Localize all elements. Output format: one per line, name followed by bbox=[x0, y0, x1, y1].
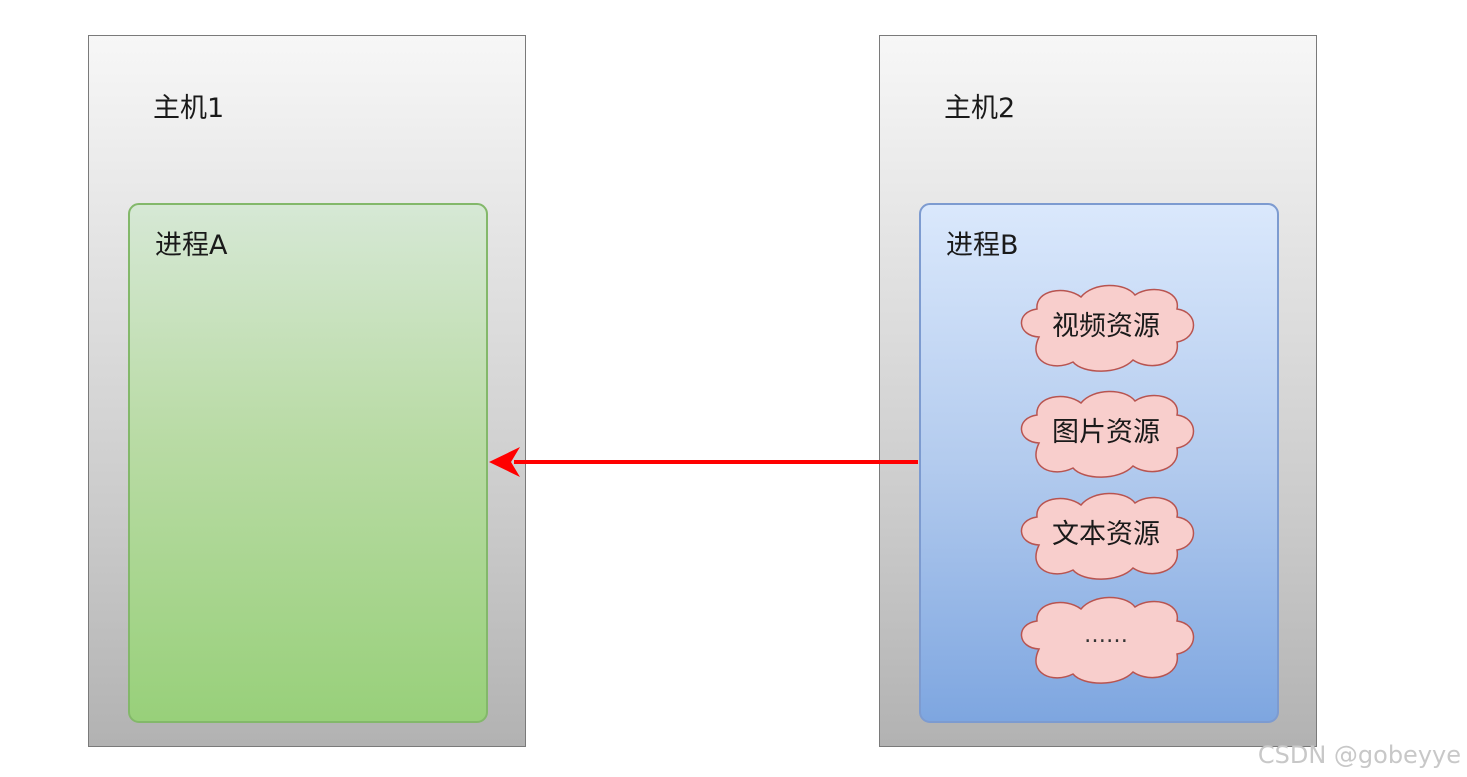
process-a-label: 进程A bbox=[155, 230, 228, 261]
cloud-image-resource: 图片资源 bbox=[1013, 388, 1199, 478]
process-a-box: 进程A bbox=[128, 203, 488, 723]
resource-label: …… bbox=[1084, 623, 1128, 648]
cloud-more-resources: …… bbox=[1013, 594, 1199, 684]
resource-label: 文本资源 bbox=[1052, 519, 1160, 550]
process-b-box: 进程B 视频资源 图片资源 文本资源 …… bbox=[919, 203, 1279, 723]
cloud-shape-icon bbox=[1020, 390, 1195, 478]
resource-label: 视频资源 bbox=[1052, 311, 1160, 342]
cloud-shape-icon bbox=[1020, 284, 1195, 372]
watermark: CSDN @gobeyye bbox=[1257, 741, 1461, 769]
cloud-video-resource: 视频资源 bbox=[1013, 282, 1199, 372]
resource-label: 图片资源 bbox=[1052, 417, 1160, 448]
arrow-head-icon bbox=[489, 447, 520, 477]
cloud-shape-icon bbox=[1020, 492, 1195, 580]
host-2-label: 主机2 bbox=[944, 93, 1016, 124]
process-b-label: 进程B bbox=[946, 230, 1019, 261]
host-1-label: 主机1 bbox=[153, 93, 225, 124]
host-1-box: 主机1 进程A bbox=[88, 35, 526, 747]
host-2-box: 主机2 进程B 视频资源 图片资源 文本资源 …… bbox=[879, 35, 1317, 747]
cloud-text-resource: 文本资源 bbox=[1013, 490, 1199, 580]
cloud-shape-icon bbox=[1020, 596, 1195, 684]
